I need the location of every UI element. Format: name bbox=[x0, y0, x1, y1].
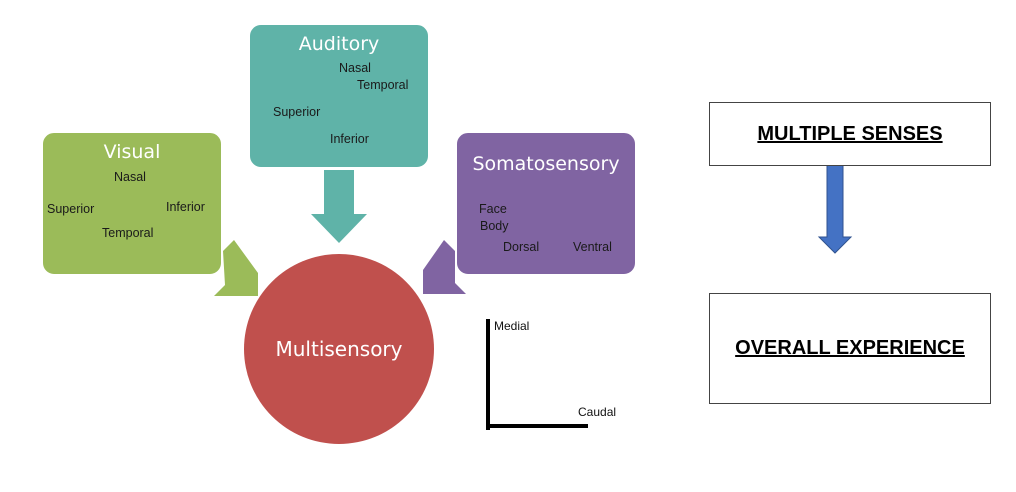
somatosensory-title: Somatosensory bbox=[472, 153, 619, 175]
somatosensory-label-ventral: Ventral bbox=[573, 240, 612, 254]
somatosensory-box: Somatosensory Face Body Dorsal Ventral bbox=[455, 131, 637, 276]
auditory-label-nasal: Nasal bbox=[339, 61, 371, 75]
somatosensory-label-dorsal: Dorsal bbox=[503, 240, 539, 254]
overall-experience-box: OVERALL EXPERIENCE bbox=[709, 293, 991, 404]
visual-title: Visual bbox=[104, 141, 161, 163]
multiple-senses-box: MULTIPLE SENSES bbox=[709, 102, 991, 166]
overall-experience-label: OVERALL EXPERIENCE bbox=[735, 337, 965, 359]
multiple-senses-label: MULTIPLE SENSES bbox=[757, 122, 943, 145]
auditory-label-temporal: Temporal bbox=[357, 78, 408, 92]
auditory-label-superior: Superior bbox=[273, 105, 320, 119]
somatosensory-label-face: Face bbox=[479, 202, 507, 216]
visual-label-nasal: Nasal bbox=[114, 170, 146, 184]
somatosensory-label-body: Body bbox=[480, 219, 509, 233]
visual-label-superior: Superior bbox=[47, 202, 94, 216]
multisensory-circle bbox=[244, 254, 434, 444]
somatosensory-arrow bbox=[423, 240, 466, 294]
auditory-title: Auditory bbox=[299, 33, 380, 55]
auditory-label-inferior: Inferior bbox=[330, 132, 369, 146]
flow-arrow-down bbox=[817, 152, 853, 254]
auditory-arrow bbox=[311, 170, 367, 243]
axis-label-caudal: Caudal bbox=[578, 405, 616, 419]
visual-label-inferior: Inferior bbox=[166, 200, 205, 214]
axis-label-medial: Medial bbox=[494, 319, 529, 333]
multisensory-label: Multisensory bbox=[275, 337, 402, 361]
auditory-box: Auditory Nasal Temporal Superior Inferio… bbox=[248, 23, 430, 169]
orientation-axes: Medial Caudal bbox=[486, 319, 616, 430]
visual-arrow bbox=[214, 240, 258, 296]
visual-box: Visual Nasal Superior Inferior Temporal bbox=[41, 131, 223, 276]
visual-label-temporal: Temporal bbox=[102, 226, 153, 240]
